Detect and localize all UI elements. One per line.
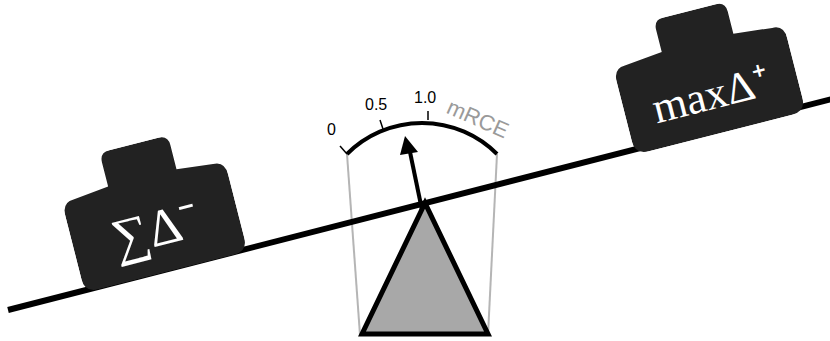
- gauge-tick-label: 0.5: [365, 96, 387, 114]
- weight-block: maxΔ⁺: [604, 0, 806, 155]
- weight-block: ∑Δ⁻: [52, 123, 247, 292]
- gauge-tick-label: 1.0: [414, 89, 436, 107]
- gauge-tick-label: 0: [327, 121, 336, 139]
